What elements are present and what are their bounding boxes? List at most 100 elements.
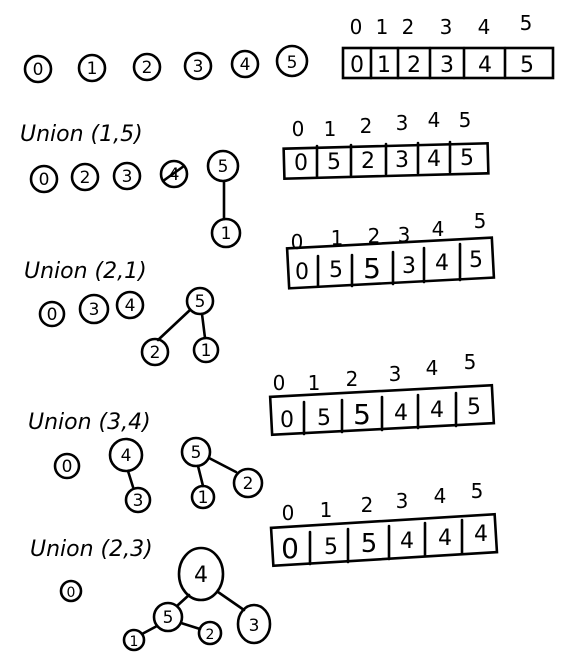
value-1: 5 [324, 535, 338, 560]
step-1: Union (1,5) 0 2 3 4 5 1 0 1 2 3 4 5 0 5 … [20, 108, 490, 249]
node-1: 1 [210, 217, 242, 249]
array-step-3: 0 1 2 3 4 5 0 5 5 4 4 5 [268, 350, 496, 437]
svg-text:5: 5 [195, 292, 206, 312]
svg-text:1: 1 [221, 224, 232, 244]
array-step-4: 0 1 2 3 4 5 0 5 5 4 4 4 [269, 479, 499, 568]
node-1: 1 [192, 336, 220, 364]
svg-text:1: 1 [198, 488, 209, 508]
svg-text:5: 5 [218, 157, 229, 177]
edge-5-1 [200, 312, 207, 340]
edge-5-2 [179, 621, 202, 631]
index-0: 0 [292, 117, 305, 141]
edge-5-1 [140, 624, 159, 636]
svg-text:4: 4 [125, 296, 136, 316]
node-5: 5 [206, 149, 240, 183]
step-4: Union (2,3) 0 4 5 1 2 3 0 1 2 3 4 5 0 5 … [30, 479, 499, 652]
node-2: 2 [232, 467, 264, 499]
svg-text:2: 2 [142, 58, 153, 78]
svg-text:0: 0 [39, 170, 50, 190]
node-0: 0 [23, 54, 53, 84]
node-4: 4 [230, 49, 260, 79]
node-3: 3 [124, 486, 152, 514]
node-3: 3 [183, 51, 213, 81]
index-0: 0 [273, 371, 286, 395]
node-4: 4 [177, 546, 225, 602]
index-5: 5 [520, 11, 533, 35]
index-3: 3 [389, 362, 402, 386]
node-5: 5 [152, 601, 184, 633]
value-5: 5 [460, 146, 474, 171]
edge-5-2 [207, 456, 238, 474]
value-5: 5 [520, 53, 534, 78]
node-4: 4 [115, 290, 145, 320]
svg-text:5: 5 [191, 443, 202, 463]
node-1: 1 [77, 53, 107, 83]
value-2: 2 [407, 53, 421, 78]
node-2: 2 [140, 337, 170, 367]
value-0: 0 [294, 151, 308, 176]
array-step-2: 0 1 2 3 4 5 0 5 5 3 4 5 [285, 209, 496, 290]
edge-5-1 [196, 464, 205, 488]
value-3: 4 [400, 529, 414, 554]
value-0: 0 [280, 408, 294, 433]
index-4: 4 [428, 108, 441, 132]
index-1: 1 [331, 226, 344, 250]
svg-text:3: 3 [133, 491, 144, 511]
index-1: 1 [320, 498, 333, 522]
index-5: 5 [474, 209, 487, 233]
index-4: 4 [432, 217, 445, 241]
svg-text:3: 3 [193, 57, 204, 77]
index-4: 4 [478, 15, 491, 39]
index-5: 5 [459, 108, 472, 132]
step-label: Union (2,3) [30, 537, 153, 562]
node-3: 3 [78, 293, 110, 325]
index-2: 2 [402, 15, 415, 39]
value-1: 5 [327, 150, 341, 175]
value-5: 5 [467, 395, 481, 420]
step-label: Union (2,1) [24, 259, 147, 284]
step-label: Union (3,4) [28, 410, 151, 435]
edge-4-5 [176, 593, 191, 607]
index-0: 0 [282, 501, 295, 525]
svg-text:3: 3 [89, 300, 100, 320]
svg-text:4: 4 [169, 165, 180, 185]
index-1: 1 [376, 15, 389, 39]
index-3: 3 [396, 489, 409, 513]
value-2: 5 [363, 252, 381, 285]
svg-text:0: 0 [33, 60, 44, 80]
index-3: 3 [440, 15, 453, 39]
value-4: 4 [435, 251, 449, 276]
node-0: 0 [53, 452, 81, 480]
value-2: 2 [361, 149, 375, 174]
svg-text:2: 2 [80, 168, 91, 188]
node-1: 1 [190, 484, 216, 510]
value-3: 4 [394, 401, 408, 426]
node-2: 2 [197, 620, 223, 646]
value-2: 5 [353, 398, 371, 431]
node-0: 0 [29, 164, 59, 194]
value-3: 3 [402, 254, 416, 279]
svg-text:0: 0 [62, 457, 73, 477]
node-3: 3 [236, 603, 272, 645]
svg-text:5: 5 [287, 53, 298, 73]
step-label: Union (1,5) [20, 122, 143, 147]
value-1: 5 [329, 258, 343, 283]
value-3: 3 [395, 148, 409, 173]
node-0: 0 [38, 300, 66, 328]
edge-4-3 [216, 590, 246, 612]
node-5: 5 [275, 44, 309, 78]
index-4: 4 [434, 484, 447, 508]
node-5: 5 [185, 286, 215, 316]
node-2: 2 [70, 162, 100, 192]
value-1: 5 [317, 406, 331, 431]
value-4: 4 [430, 398, 444, 423]
index-1: 1 [308, 371, 321, 395]
node-4: 4 [108, 437, 144, 473]
index-2: 2 [361, 493, 374, 517]
svg-text:0: 0 [67, 585, 76, 601]
array-frame [285, 236, 496, 290]
svg-text:1: 1 [87, 59, 98, 79]
index-2: 2 [360, 114, 373, 138]
value-4: 4 [427, 147, 441, 172]
